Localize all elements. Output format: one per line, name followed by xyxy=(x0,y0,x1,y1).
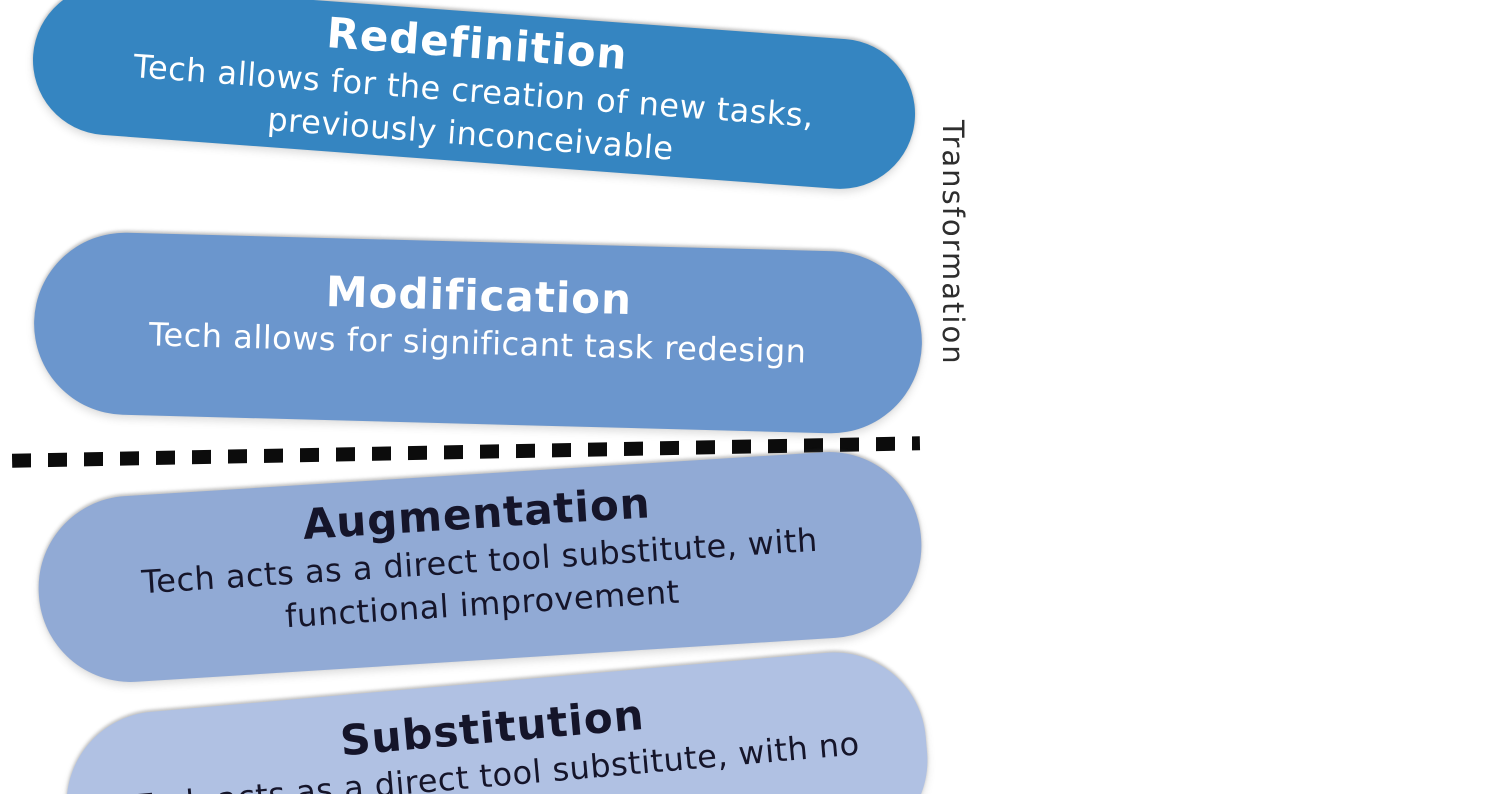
level-pill-redefinition: Redefinition Tech allows for the creatio… xyxy=(27,0,921,195)
level-description-modification: Tech allows for significant task redesig… xyxy=(148,315,807,371)
transformation-side-label: Transformation xyxy=(936,120,970,366)
level-pill-augmentation: Augmentation Tech acts as a direct tool … xyxy=(33,446,927,688)
level-pill-modification: Modification Tech allows for significant… xyxy=(31,230,925,436)
level-title-modification: Modification xyxy=(325,267,633,325)
